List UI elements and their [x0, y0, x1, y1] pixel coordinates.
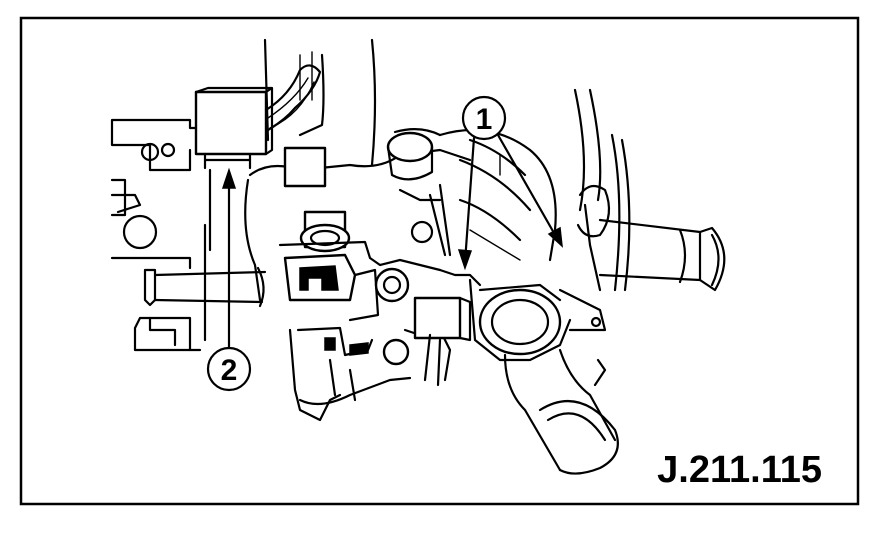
callout-2: 2 [206, 167, 252, 392]
engine-assembly [110, 38, 726, 475]
callout-2-label: 2 [221, 354, 238, 387]
figure-reference: J.211.115 [657, 449, 822, 491]
sensor-box [194, 90, 268, 156]
figure-frame [19, 16, 860, 506]
callout-1-label: 1 [476, 103, 493, 136]
callout-1: 1 [457, 95, 563, 271]
